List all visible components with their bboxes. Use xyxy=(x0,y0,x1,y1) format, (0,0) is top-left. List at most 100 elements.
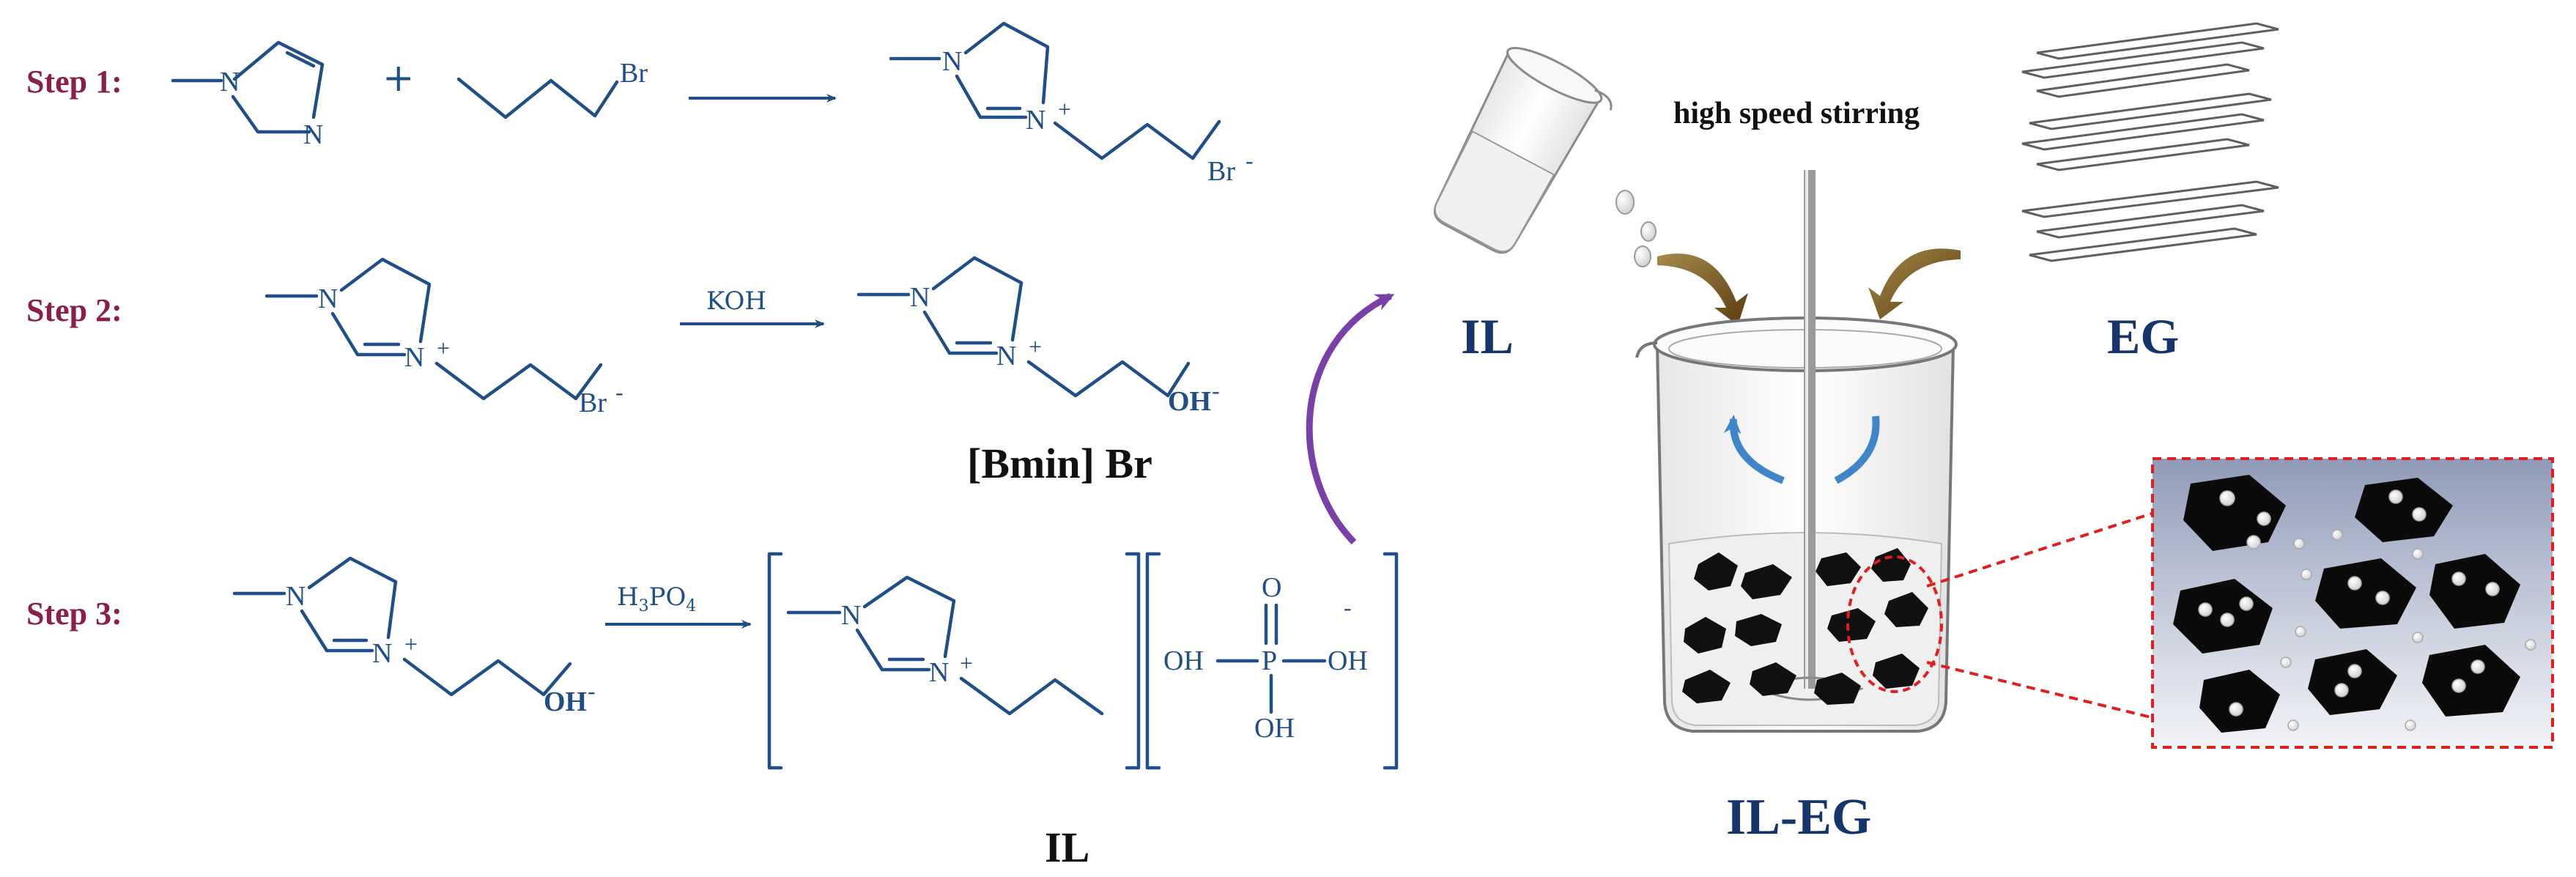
il-dot xyxy=(2412,548,2424,560)
bromide-ion: Br xyxy=(579,388,607,418)
il-dot xyxy=(2293,538,2305,549)
hydroxide-charge: - xyxy=(1212,377,1220,404)
droplet xyxy=(1640,221,1657,242)
il-dot xyxy=(2347,576,2362,591)
il-dot xyxy=(2405,719,2416,731)
callout-connector-bottom xyxy=(1926,661,2155,719)
n1-atom: N xyxy=(220,67,240,97)
hydroxide-charge: - xyxy=(588,678,596,704)
bromobutane-molecule: Br xyxy=(456,58,648,119)
stirring-label: high speed stirring xyxy=(1673,97,1920,130)
n1-atom: N xyxy=(318,284,338,314)
il-dot xyxy=(2220,613,2235,627)
plus-charge: + xyxy=(960,650,973,676)
eg-particle xyxy=(1884,592,1928,627)
curved-transfer-arrow xyxy=(1306,292,1395,545)
eg-particle xyxy=(1694,552,1738,591)
ionic-liquid-product: N N + O P OH OH OH - xyxy=(767,552,1399,770)
n1-atom: N xyxy=(942,46,962,77)
methylimidazole-molecule: N N xyxy=(171,40,325,150)
inset-il-droplets xyxy=(2198,489,2536,731)
il-dot xyxy=(2280,656,2292,668)
step1-label: Step 1: xyxy=(26,64,122,100)
plus-charge: + xyxy=(404,631,418,657)
n3-atom: N xyxy=(404,342,424,373)
anion-charge: - xyxy=(1344,594,1352,621)
bmim-hydroxide-product: N N + OH - xyxy=(856,256,1220,417)
bmim-hydroxide-reactant: N N + OH - xyxy=(232,556,596,717)
hydroxide-ion: OH xyxy=(1168,386,1211,417)
il-dot xyxy=(2485,582,2500,596)
inset-particle xyxy=(2355,478,2453,542)
il-beaker xyxy=(1433,47,1613,254)
oxygen-atom: O xyxy=(1262,572,1281,603)
il-bottom-label: IL xyxy=(1045,824,1089,871)
bmin-br-label: [Bmin] Br xyxy=(967,440,1152,487)
hydroxyl-right: OH xyxy=(1328,645,1368,676)
il-dot xyxy=(2375,591,2390,605)
eg-particle xyxy=(1741,564,1792,599)
main-beaker-spout xyxy=(1635,341,1658,358)
eg-layer xyxy=(2029,92,2272,130)
inset-particle xyxy=(2199,670,2280,733)
eg-layer xyxy=(2021,41,2265,79)
plus-charge: + xyxy=(1029,333,1042,360)
eg-layer xyxy=(2036,138,2250,171)
right-bracket-anion xyxy=(1383,552,1399,770)
n3-atom: N xyxy=(996,341,1016,371)
butyl-chain xyxy=(456,77,619,119)
p-o-double-bond xyxy=(1264,603,1278,645)
plus-charge: + xyxy=(1058,96,1071,122)
koh-reagent: KOH xyxy=(706,286,766,316)
il-dot xyxy=(2287,719,2299,731)
inset-eg-particles xyxy=(2173,475,2520,733)
beaker-liquid xyxy=(1434,130,1555,253)
bromine-atom: Br xyxy=(620,58,648,89)
pouring-droplets xyxy=(1615,190,1657,267)
pour-arrow-left xyxy=(1657,254,1748,325)
zoom-callout-circle xyxy=(1846,555,1943,693)
il-dot xyxy=(2334,683,2349,697)
pour-arrow-right xyxy=(1868,248,1961,319)
eg-layer xyxy=(2021,180,2279,218)
il-eg-beaker xyxy=(1635,170,1958,733)
eg-particles-in-beaker xyxy=(1682,548,1928,705)
imidazolium-ring-bonds xyxy=(855,575,956,672)
plus-charge: + xyxy=(437,335,450,361)
il-dot xyxy=(2239,596,2254,611)
bromide-charge: - xyxy=(1246,147,1254,174)
n1-atom: N xyxy=(286,581,306,612)
bmim-bromide-product-1: N N + Br - xyxy=(889,21,1254,187)
il-dot xyxy=(2229,702,2243,717)
eg-particle xyxy=(1816,552,1861,586)
plus-sign: + xyxy=(382,56,415,100)
step3-label: Step 3: xyxy=(26,596,122,632)
il-eg-label: IL-EG xyxy=(1726,789,1871,845)
callout-connector-top xyxy=(1926,511,2155,588)
eg-particle xyxy=(1873,654,1920,689)
beaker-spout xyxy=(1594,89,1613,111)
h3po4-reagent: H3PO4 xyxy=(617,582,696,615)
inset-particle xyxy=(2183,475,2286,551)
imidazolium-ring-bonds xyxy=(922,256,1024,355)
il-dot xyxy=(2257,511,2271,526)
il-dot xyxy=(2331,529,2343,541)
imidazolium-ring-bonds xyxy=(955,21,1050,119)
inset-particle xyxy=(2315,558,2416,629)
droplet xyxy=(1615,190,1635,215)
eg-layer xyxy=(2029,227,2257,262)
double-bond xyxy=(285,51,316,68)
phosphorus-atom: P xyxy=(1262,645,1277,676)
imidazolium-ring-bonds xyxy=(300,556,398,653)
il-dot xyxy=(2198,602,2213,617)
il-dot xyxy=(2246,535,2261,549)
left-bracket-cation xyxy=(767,552,783,770)
eg-particle xyxy=(1814,673,1861,705)
bromide-charge: - xyxy=(615,379,623,405)
beaker-rim xyxy=(1506,47,1603,104)
left-bracket-anion xyxy=(1145,552,1161,770)
eg-layer xyxy=(2036,63,2250,98)
butyl-chain xyxy=(1026,360,1191,398)
il-dot xyxy=(2295,626,2306,637)
